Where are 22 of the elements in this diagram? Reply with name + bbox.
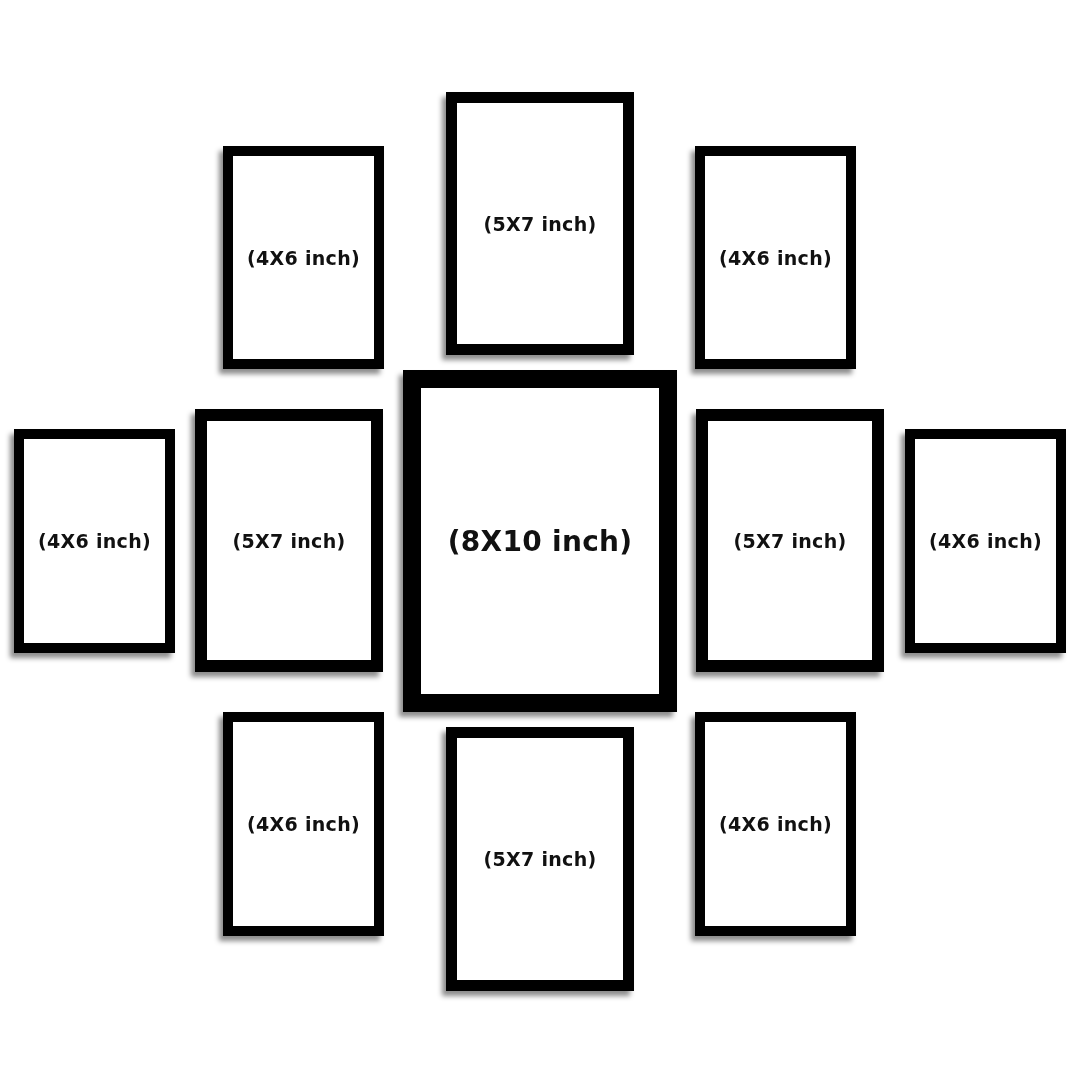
picture-frame <box>446 92 634 355</box>
picture-frame <box>905 429 1066 653</box>
picture-frame <box>14 429 175 653</box>
picture-frame <box>223 712 384 936</box>
size-label: (4X6 inch) <box>38 530 151 552</box>
size-label: (8X10 inch) <box>447 524 633 558</box>
picture-frame <box>403 370 677 712</box>
size-label: (5X7 inch) <box>733 529 847 552</box>
size-label: (4X6 inch) <box>929 530 1042 552</box>
picture-frame <box>195 409 383 672</box>
size-label: (4X6 inch) <box>247 813 360 835</box>
picture-frame <box>695 712 856 936</box>
picture-frame <box>446 727 634 991</box>
size-label: (4X6 inch) <box>719 813 832 835</box>
size-label: (4X6 inch) <box>719 246 832 269</box>
picture-frame <box>695 146 856 369</box>
size-label: (5X7 inch) <box>483 848 597 870</box>
size-label: (5X7 inch) <box>232 529 346 552</box>
size-label: (5X7 inch) <box>483 212 597 235</box>
picture-frame <box>696 409 884 672</box>
picture-frame <box>223 146 384 369</box>
size-label: (4X6 inch) <box>247 246 360 269</box>
